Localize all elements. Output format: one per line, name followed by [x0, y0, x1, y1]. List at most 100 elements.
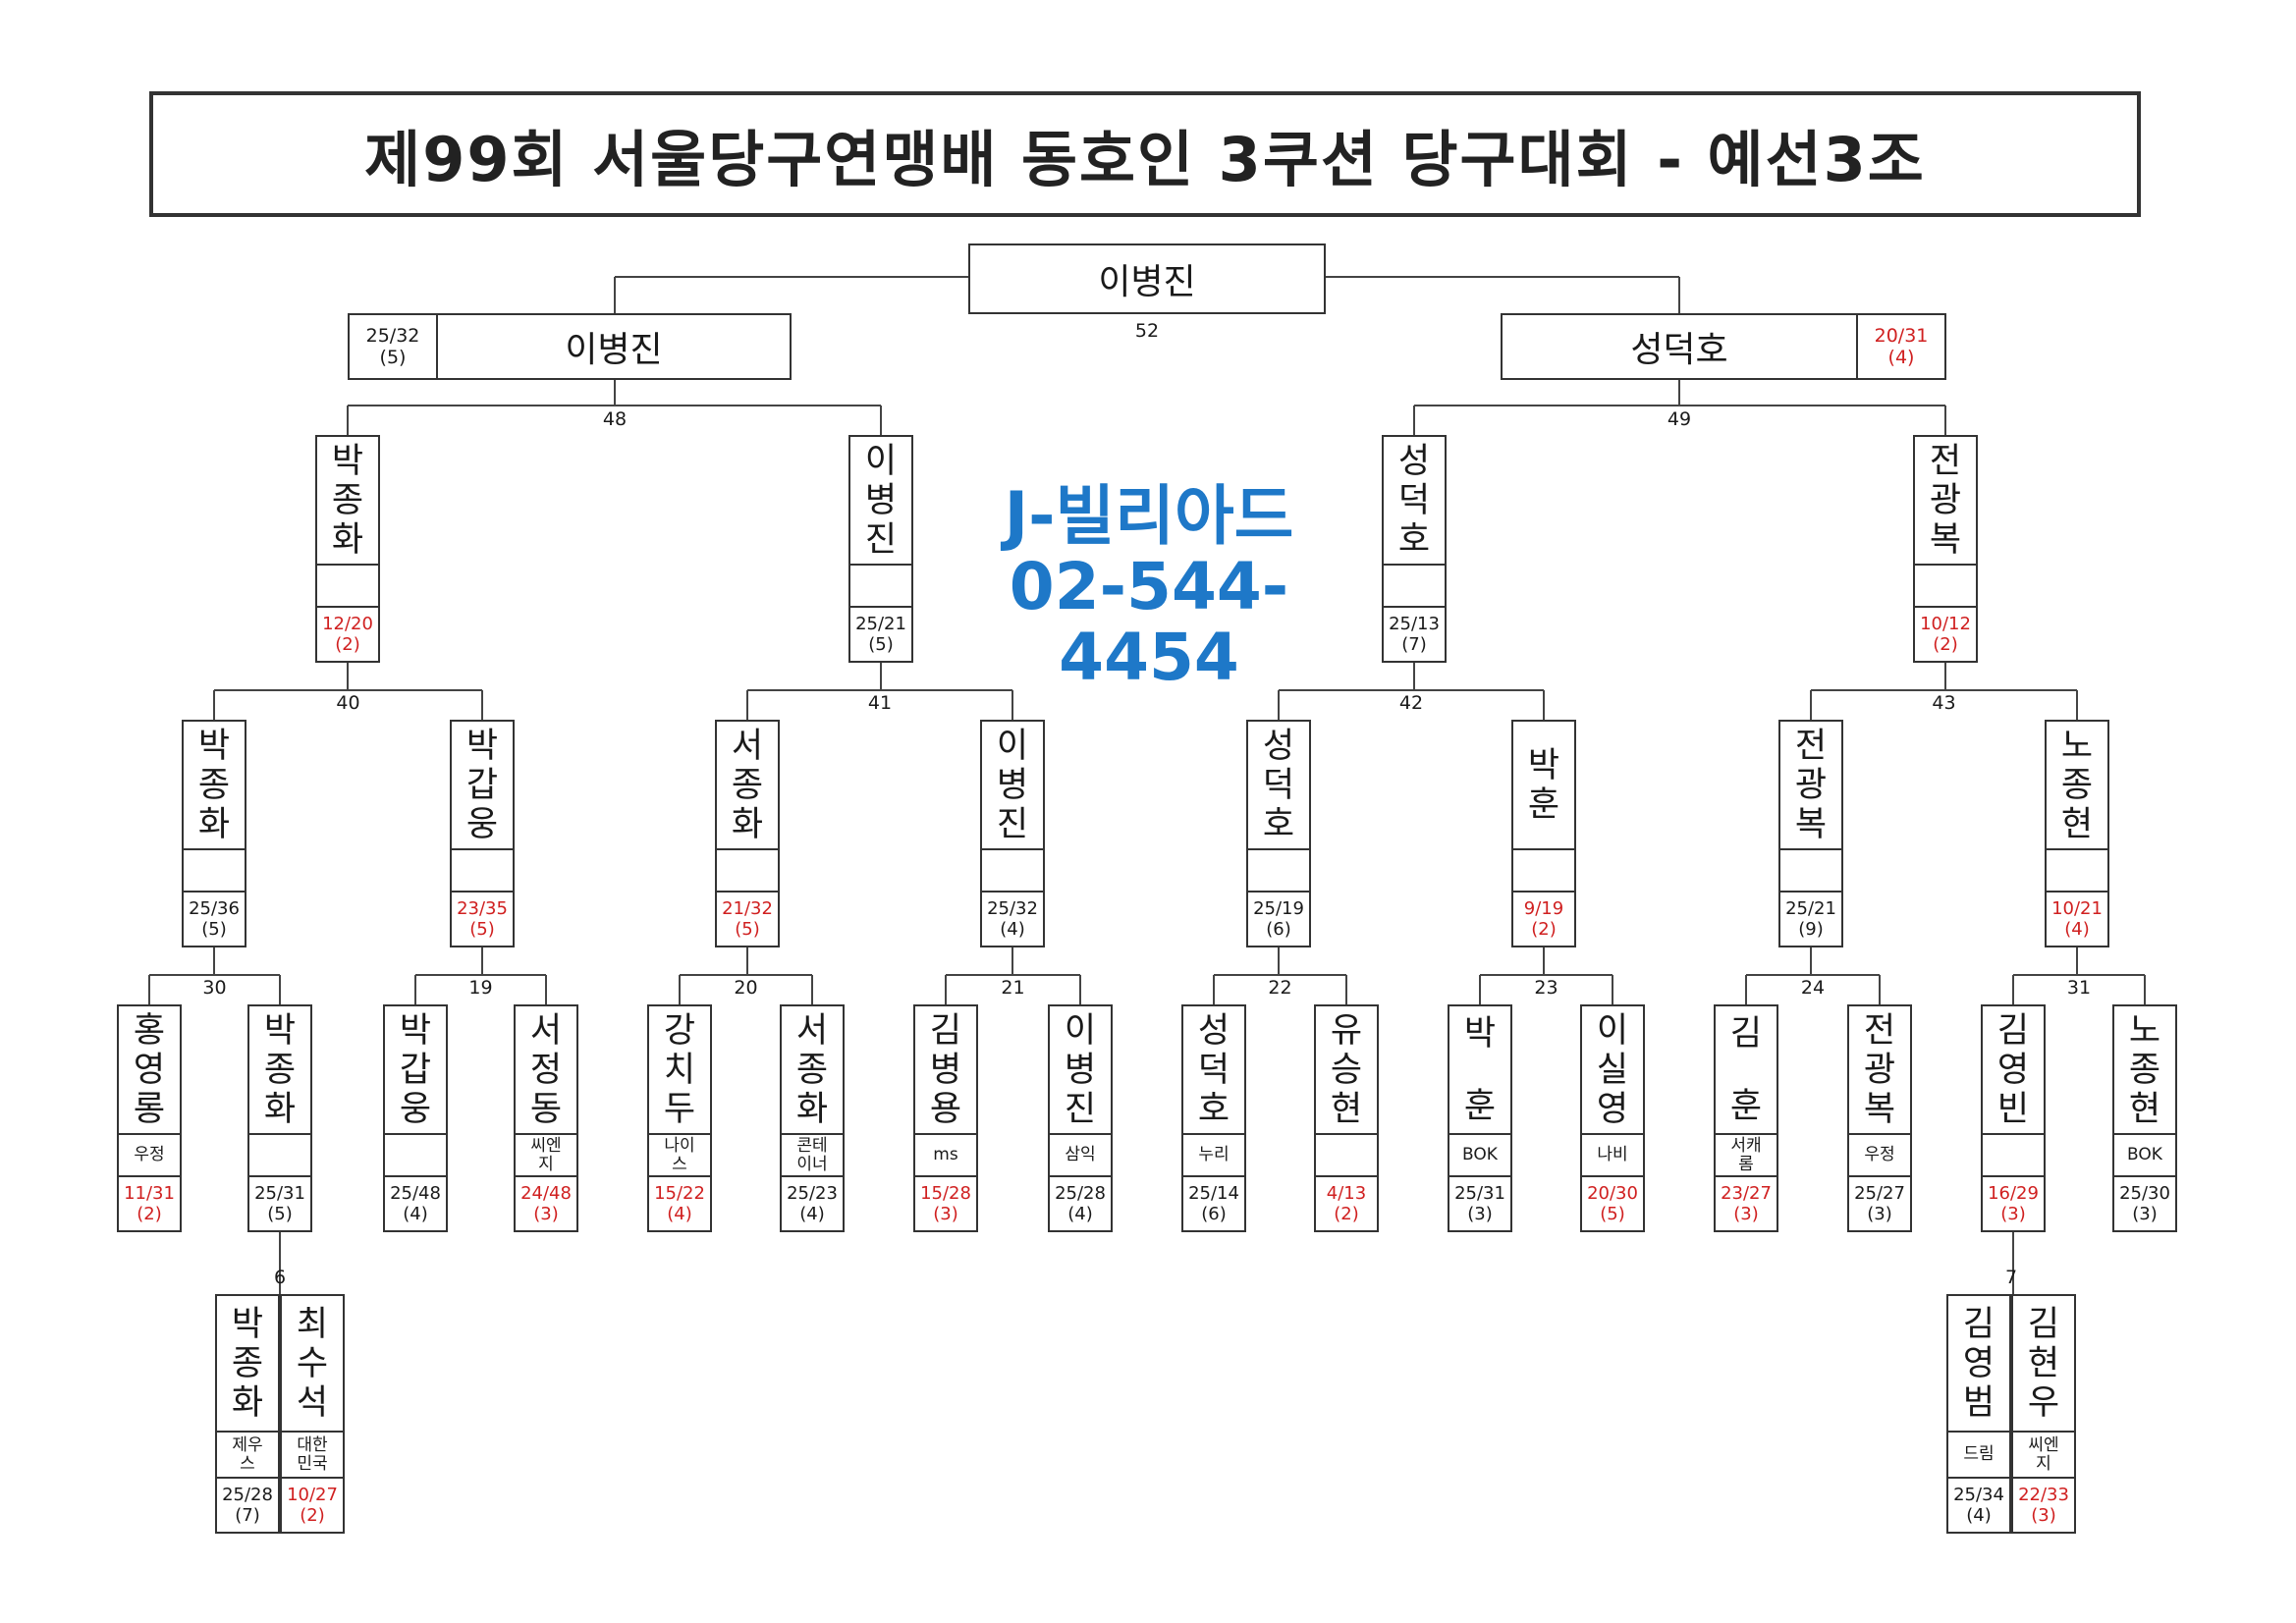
- player-name-char: 훈: [1729, 1086, 1763, 1126]
- player-innings: (3): [2031, 1504, 2056, 1526]
- match-number: 41: [867, 692, 893, 714]
- player-score-box: 25/14(6): [1183, 1174, 1244, 1230]
- player-score: 25/21: [855, 613, 906, 634]
- player-score: 23/27: [1721, 1182, 1772, 1204]
- page-title: 제99회 서울당구연맹배 동호인 3쿠션 당구대회 - 예선3조: [364, 124, 1926, 195]
- semi-right-match-number: 49: [1667, 408, 1692, 430]
- player-name-char: 빈: [1996, 1089, 2030, 1129]
- player-name-char: 광: [1863, 1050, 1896, 1090]
- player-innings: (4): [1000, 918, 1025, 940]
- player-score-box: 23/27(3): [1716, 1174, 1777, 1230]
- player-name-char: 종: [795, 1050, 829, 1090]
- player-name: 김 훈: [1716, 1006, 1777, 1133]
- player-name-char: 현: [2060, 804, 2094, 844]
- player-innings: (3): [1867, 1203, 1892, 1224]
- player-club: [1983, 1133, 2044, 1175]
- player-name-char: 복: [1863, 1089, 1896, 1129]
- player-name-char: 이: [1064, 1010, 1097, 1051]
- player-innings: (2): [1531, 918, 1557, 940]
- player-name-char: 박: [1463, 1013, 1497, 1054]
- semi-left-score: 25/32: [365, 325, 420, 347]
- player-innings: (3): [933, 1203, 958, 1224]
- player-score-box: 20/30(5): [1582, 1174, 1643, 1230]
- player-name-char: 승: [1330, 1050, 1363, 1090]
- player-name-char: 영: [1596, 1089, 1629, 1129]
- player-name-char: 영: [1996, 1050, 2030, 1090]
- player-name-char: 수: [296, 1343, 329, 1383]
- player-name-char: 노: [2128, 1010, 2161, 1051]
- player-name-char: 김: [1962, 1304, 1995, 1344]
- player-name-char: 화: [231, 1382, 264, 1423]
- player-name-char: 서: [529, 1010, 563, 1051]
- player-score: 25/31: [1454, 1182, 1505, 1204]
- player-name-char: 홍: [133, 1010, 166, 1051]
- player-club-line: 우정: [1864, 1145, 1895, 1165]
- player-name-char: 병: [1064, 1050, 1097, 1090]
- player-score: 25/30: [2119, 1182, 2170, 1204]
- player-score-box: 25/21(5): [850, 605, 911, 661]
- player-club: [982, 848, 1043, 891]
- player-name-char: 우: [2027, 1382, 2060, 1423]
- player-score: 25/48: [390, 1182, 441, 1204]
- player-score: 4/13: [1326, 1182, 1367, 1204]
- player-club: [1915, 564, 1976, 606]
- player-club-line: 제우: [232, 1434, 263, 1455]
- player-score-box: 16/29(3): [1983, 1174, 2044, 1230]
- match-number: 24: [1800, 977, 1826, 999]
- player-name-char: 화: [197, 804, 231, 844]
- player-club: 우정: [1849, 1133, 1910, 1175]
- player-innings: (4): [1966, 1504, 1992, 1526]
- player-name-char: 광: [1794, 765, 1828, 805]
- sponsor-phone: 02-544-4454: [1009, 549, 1289, 695]
- player-club: [1513, 848, 1574, 891]
- player-name-char: 치: [663, 1050, 696, 1090]
- player-innings: (4): [403, 1203, 428, 1224]
- player-club-line: 서캐: [1730, 1135, 1762, 1156]
- sponsor-logo: J-빌리아드 02-544-4454: [962, 481, 1336, 693]
- player-club-line: 나이: [664, 1135, 695, 1156]
- player-name-char: 전: [1794, 726, 1828, 766]
- match-number: 20: [734, 977, 758, 999]
- player-name-char: 웅: [465, 804, 499, 844]
- player-club-line: 이너: [796, 1154, 828, 1174]
- player-score: 25/28: [222, 1484, 273, 1505]
- player-club: [184, 848, 245, 891]
- player-score-box: 25/19(6): [1248, 890, 1309, 946]
- player-club: [1248, 848, 1309, 891]
- player-name-char: 종: [331, 480, 364, 520]
- player-score-box: 25/28(4): [1050, 1174, 1111, 1230]
- player-score: 25/21: [1785, 897, 1836, 919]
- player-innings: (5): [735, 918, 760, 940]
- player-club: [249, 1133, 310, 1175]
- player-name-char: 덕: [1262, 765, 1295, 805]
- player-club: ms: [915, 1133, 976, 1175]
- match-number: 21: [1001, 977, 1025, 999]
- player-innings: (4): [1067, 1203, 1093, 1224]
- player-club-line: 콘테: [796, 1135, 828, 1156]
